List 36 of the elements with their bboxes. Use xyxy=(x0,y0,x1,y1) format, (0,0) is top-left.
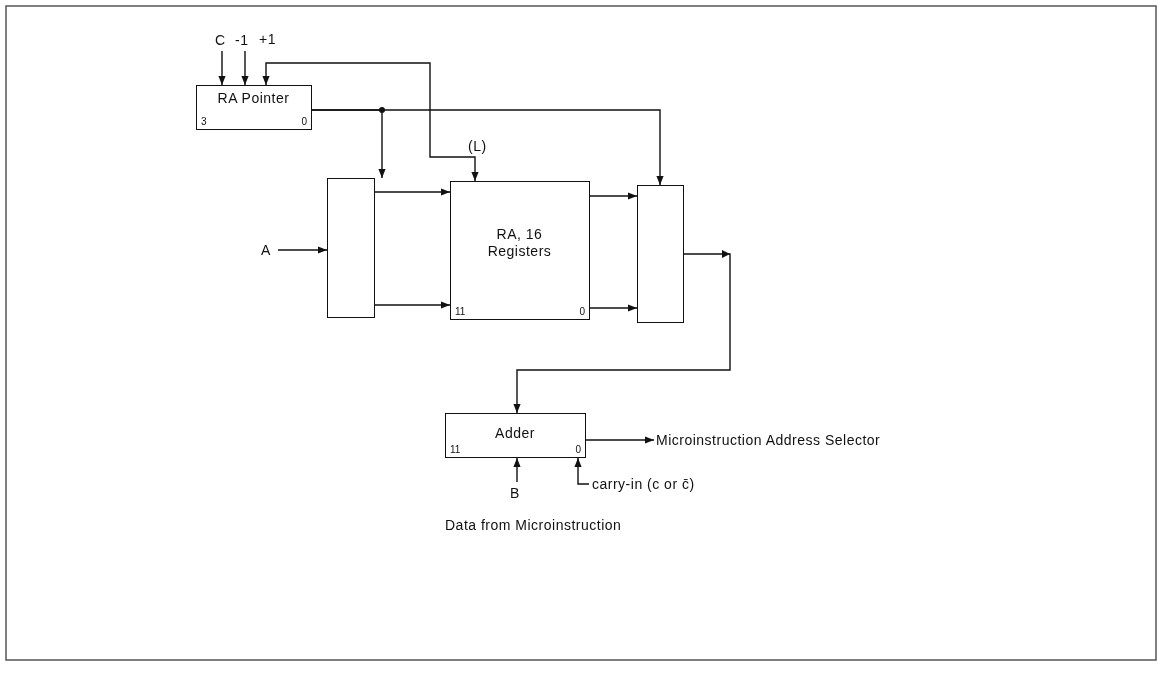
bit-index: 0 xyxy=(575,444,581,455)
bit-index: 0 xyxy=(579,306,585,317)
signal-label: +1 xyxy=(259,31,276,47)
arrow xyxy=(241,50,249,86)
arrow xyxy=(277,246,328,254)
signal-label: Microinstruction Address Selector xyxy=(656,431,881,449)
block-label: Adder xyxy=(494,425,536,442)
arrow xyxy=(513,457,521,483)
multiplexer-box xyxy=(327,178,375,318)
arrow xyxy=(218,50,226,86)
signal-label: -1 xyxy=(235,31,249,49)
multiplexer-box xyxy=(637,185,684,323)
bit-index: 11 xyxy=(455,306,466,317)
signal-label: A xyxy=(261,241,271,259)
arrow xyxy=(374,188,451,196)
signal-label: C xyxy=(215,31,226,49)
arrow xyxy=(374,301,451,309)
register-block xyxy=(450,181,590,320)
register-block xyxy=(196,85,312,130)
register-block xyxy=(445,413,586,458)
edge-label: (L) xyxy=(468,138,487,154)
arrow xyxy=(585,436,655,444)
bit-index: 11 xyxy=(450,444,461,455)
arrow xyxy=(262,62,479,182)
signal-label: B xyxy=(510,484,520,502)
bit-index: 0 xyxy=(301,116,307,127)
signal-label: carry-in (c or c̄) xyxy=(592,475,695,493)
signal-caption: Data from Microinstruction xyxy=(445,517,622,533)
block-label: RA Pointer xyxy=(216,90,291,107)
bit-index: 3 xyxy=(201,116,207,127)
arrow xyxy=(574,457,590,485)
arrow xyxy=(589,192,638,200)
block-label: RA, 16 Registers xyxy=(486,226,553,260)
arrow xyxy=(513,250,731,414)
arrow xyxy=(589,304,638,312)
arrow xyxy=(311,109,664,186)
